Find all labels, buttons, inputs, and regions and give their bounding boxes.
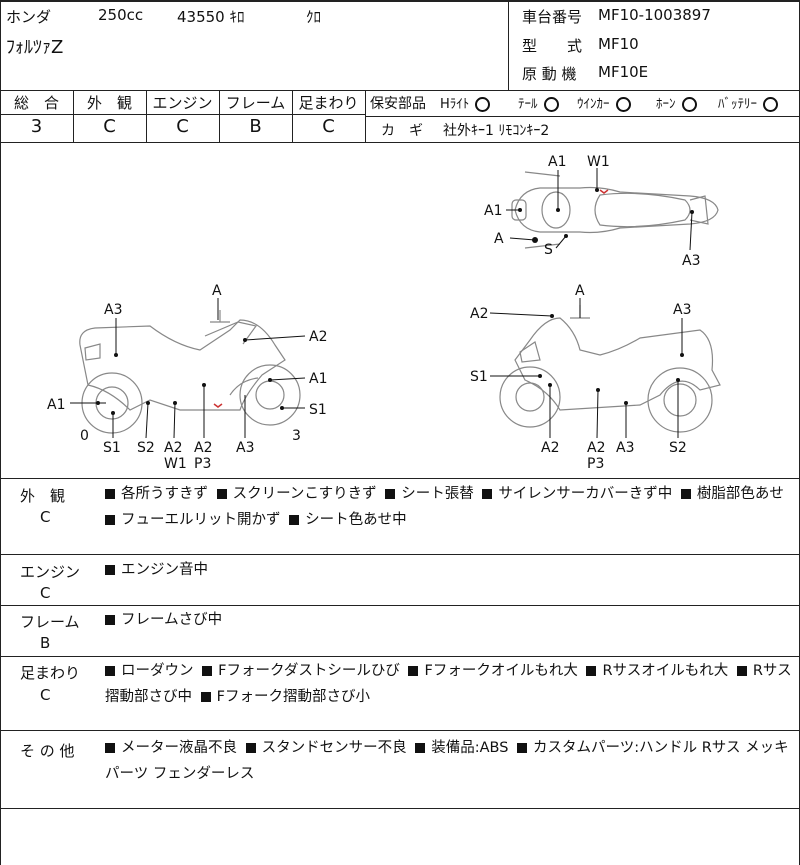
right-side-scooter (499, 305, 721, 433)
diagram-label: A2 (587, 440, 605, 456)
note-items: 各所うすきず スクリーンこすりきず シート張替 サイレンサーカバーきず中 樹脂部… (105, 481, 795, 533)
diagram-label: A2 (194, 440, 212, 456)
diagram-label: A3 (616, 440, 634, 456)
diagram-label: A (212, 283, 222, 299)
ok-circle-icon (615, 97, 631, 112)
note-items: ローダウン Fフォークダストシールひび Fフォークオイルもれ大 Rサスオイルもれ… (105, 663, 792, 705)
diagram-label: A2 (541, 440, 559, 456)
engine-label: 原 動 機 (522, 65, 577, 83)
note-items: エンジン音中 (105, 557, 795, 583)
diagram-label: S2 (137, 440, 155, 456)
note-items: メーター液晶不良 スタンドセンサー不良 装備品:ABS カスタムパーツ:ハンドル… (105, 740, 789, 782)
model-name: ﾌｫﾙﾂｧZ (6, 37, 64, 58)
note-grade: C (40, 686, 51, 704)
grade-header-exterior: 外 観 (86, 94, 132, 112)
note-grade: C (40, 508, 51, 526)
diagram-label: W1 (587, 154, 610, 170)
diagram-label: 0 (80, 428, 89, 444)
safety-item-winker: ｳｲﾝｶｰ (577, 93, 631, 112)
diagram-label: A2 (470, 306, 488, 322)
safety-label: 保安部品 (370, 96, 426, 112)
grade-header-frame: フレーム (225, 94, 286, 112)
note-label: フレーム (20, 613, 80, 631)
diagram-label: W1 (164, 456, 187, 472)
safety-item-battery: ﾊﾞｯﾃﾘｰ (718, 93, 779, 112)
diagram-label: P3 (194, 456, 211, 472)
displacement: 250cc (98, 6, 144, 24)
grade-exterior: C (103, 116, 116, 137)
grade-frame: B (249, 116, 262, 137)
ok-circle-icon (763, 97, 779, 112)
diagram-label: A (494, 231, 504, 247)
diagram-label: A3 (236, 440, 254, 456)
engine-code: MF10E (598, 63, 649, 81)
frame-no: MF10-1003897 (598, 6, 711, 24)
diagram-label: S1 (309, 402, 327, 418)
grade-engine: C (176, 116, 189, 137)
diagram-label: A3 (682, 253, 700, 269)
diagram-label: A1 (47, 397, 65, 413)
diagram-label: A1 (548, 154, 566, 170)
key-label: カ ギ (381, 123, 423, 139)
maker: ホンダ (6, 8, 52, 26)
safety-item-horn: ﾎｰﾝ (656, 93, 697, 112)
color: ｸﾛ (306, 8, 322, 26)
grade-overall: 3 (30, 116, 43, 137)
diagram-label: A1 (309, 371, 327, 387)
diagram-label: A3 (104, 302, 122, 318)
note-grade: C (40, 584, 51, 602)
top-view-scooter (511, 171, 719, 249)
damage-diagram: A1 W1 A1 A S A3 A A3 A2 A1 A1 S1 0 3 S1 … (47, 154, 721, 472)
diagram-label: S2 (669, 440, 687, 456)
ok-circle-icon (543, 97, 559, 112)
diagram-label: S (544, 242, 553, 258)
model-code-label: 型 式 (522, 37, 583, 55)
note-items: フレームさび中 (105, 607, 795, 633)
safety-item-tail: ﾃｰﾙ (518, 93, 559, 112)
note-grade: B (40, 634, 51, 652)
diagram-label: A1 (484, 203, 502, 219)
note-label: 外 観 (20, 487, 66, 505)
diagram-label: P3 (587, 456, 604, 472)
note-label: そ の 他 (20, 742, 75, 760)
model-code: MF10 (598, 35, 639, 53)
diagram-label: A (575, 283, 585, 299)
grade-suspension: C (322, 116, 335, 137)
note-label: 足まわり (20, 664, 81, 682)
mileage: 43550 ｷﾛ (177, 8, 245, 26)
grade-header-engine: エンジン (152, 94, 213, 112)
frame-no-label: 車台番号 (522, 8, 583, 26)
note-label: エンジン (20, 563, 81, 581)
diagram-label: 3 (292, 428, 301, 444)
diagram-label: S1 (103, 440, 121, 456)
grade-header-suspension: 足まわり (298, 94, 359, 112)
safety-item-headlight: Hﾗｲﾄ (440, 93, 491, 112)
ok-circle-icon (475, 97, 491, 112)
diagram-label: A2 (309, 329, 327, 345)
diagram-label: S1 (470, 369, 488, 385)
diagram-label: A2 (164, 440, 182, 456)
grade-header-overall: 総 合 (13, 94, 59, 112)
key-value: 社外ｷｰ1 ﾘﾓｺﾝｷｰ2 (443, 123, 550, 139)
diagram-label: A3 (673, 302, 691, 318)
ok-circle-icon (681, 97, 697, 112)
